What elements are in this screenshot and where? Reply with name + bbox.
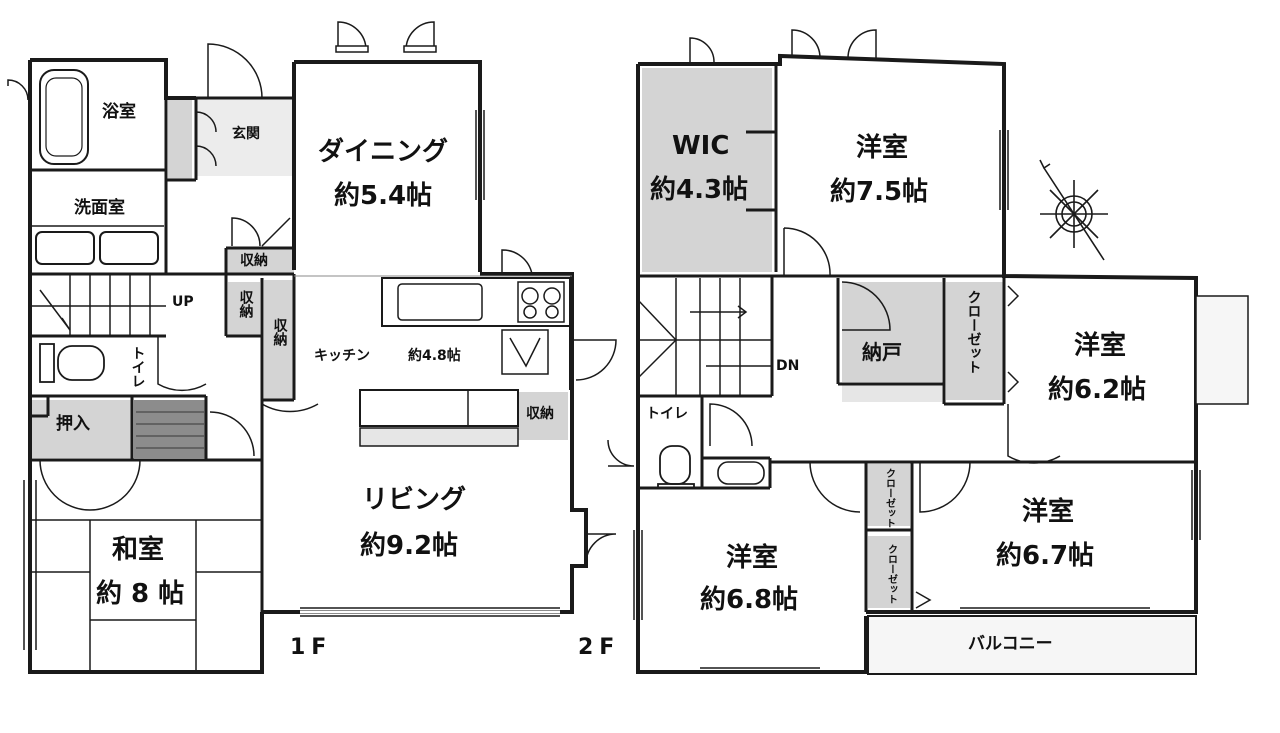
storage-b-label: 収納 (237, 290, 254, 318)
washroom-label: 洗面室 (74, 198, 125, 218)
storage-a-label: 収納 (240, 253, 268, 269)
wic-size: 約4.3帖 (650, 175, 749, 205)
bathtub-icon (39, 69, 89, 165)
closet-a-fill (946, 282, 1004, 400)
kitchen-name: キッチン (314, 348, 370, 364)
bedroom-southeast-name: 洋室 (1022, 497, 1075, 527)
toilet-icon (39, 343, 105, 383)
nando-fill (842, 282, 942, 382)
bedroom-southeast-size: 約6.7帖 (996, 541, 1095, 571)
toilet-2f-label: トイレ (646, 406, 688, 422)
washitsu-size: 約 8 帖 (96, 579, 185, 609)
floor2-title: 2F (578, 635, 621, 660)
kitchen-storage-fill (518, 392, 568, 440)
wic-name: WIC (672, 131, 730, 161)
nando-label: 納戸 (862, 340, 902, 364)
floor1-plan (7, 21, 617, 674)
bedroom-east-name: 洋室 (1074, 331, 1127, 361)
door-swing-icon (607, 29, 1061, 609)
kitchen-size: 約4.8帖 (408, 348, 461, 364)
stair-landing-fill (134, 400, 206, 458)
kitchen-storage-label: 収納 (526, 406, 554, 422)
closet-a-label: クローゼット (965, 290, 982, 374)
storage-b-fill (228, 282, 260, 336)
storage-a-fill (226, 248, 294, 274)
floor2-plan (607, 29, 1249, 675)
washitsu-name: 和室 (112, 535, 165, 565)
closet-b-fill (866, 464, 910, 526)
bedroom-north-size: 約7.5帖 (830, 177, 929, 207)
dn-label: DN (776, 358, 800, 374)
balcony-label: バルコニー (968, 634, 1053, 654)
bedroom-north-name: 洋室 (856, 133, 909, 163)
bedroom-southwest-size: 約6.8帖 (700, 585, 799, 615)
living-size: 約9.2帖 (360, 531, 459, 561)
shoe-cabinet-fill (168, 96, 192, 180)
sink-icon (717, 461, 765, 485)
toilet-icon (657, 445, 695, 489)
balcony-rail (867, 615, 1197, 675)
entrance-tile-fill (196, 98, 294, 176)
storage-c-fill (264, 280, 294, 400)
dining-name: ダイニング (318, 137, 449, 167)
floor1-title: 1F (290, 635, 333, 660)
bath-label: 浴室 (102, 102, 136, 122)
sink-icon (35, 231, 95, 265)
storage-c-label: 収納 (271, 318, 288, 346)
door-swing-icon (7, 21, 617, 565)
up-label: UP (172, 294, 194, 310)
bedroom-southwest-name: 洋室 (726, 543, 779, 573)
bedroom-east-size: 約6.2帖 (1048, 375, 1147, 405)
stove-icon (517, 281, 565, 323)
closet-c-fill (868, 536, 910, 608)
living-name: リビング (362, 485, 467, 515)
closet-b-label: クローゼット (883, 468, 895, 528)
dining-size: 約5.4帖 (334, 181, 433, 211)
toilet-1f-label: トイレ (129, 346, 146, 388)
oshiire-label: 押入 (56, 414, 90, 434)
closet-c-label: クローゼット (885, 544, 897, 604)
entrance-label: 玄関 (232, 126, 260, 142)
compass-icon (1039, 159, 1108, 261)
wic-fill (642, 68, 772, 272)
